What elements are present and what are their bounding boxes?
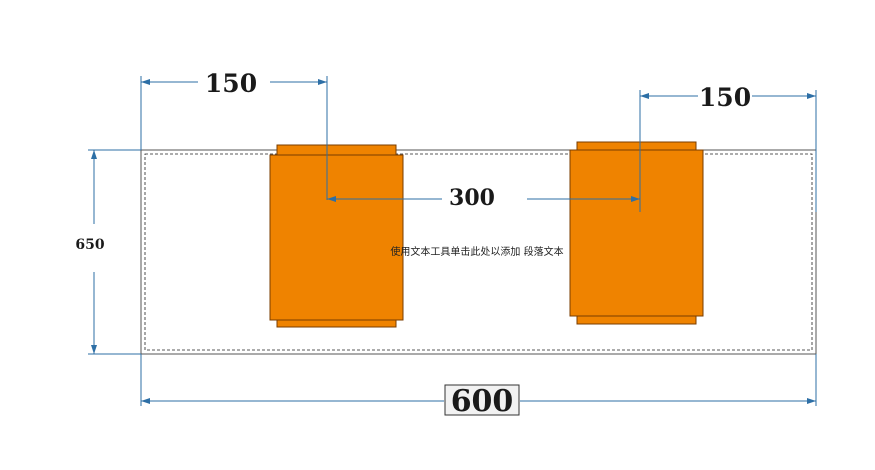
total-width-label-box — [444, 384, 520, 416]
arrow-height-a — [91, 150, 97, 159]
right-block-body — [569, 149, 704, 317]
arrowheads — [91, 79, 816, 404]
arrow-left-b — [318, 79, 327, 85]
arrow-right-b — [807, 93, 816, 99]
dimension-lines — [88, 76, 817, 406]
dashed-boundary — [144, 153, 813, 351]
arrow-center-b — [631, 196, 640, 202]
right-block — [569, 141, 704, 325]
outer-frame — [140, 149, 817, 355]
arrow-right-a — [640, 93, 649, 99]
dim-center-spacing-label: 300 — [449, 185, 495, 211]
arrow-left-a — [141, 79, 150, 85]
left-block — [269, 144, 404, 328]
arrow-total-a — [141, 398, 150, 404]
dim-left-offset-label: 150 — [205, 69, 257, 98]
arrow-height-b — [91, 345, 97, 354]
placeholder-paragraph-text[interactable]: 使用文本工具单击此处以添加 段落文本 — [390, 245, 563, 258]
arrow-center-a — [327, 196, 336, 202]
left-block-body — [269, 154, 404, 321]
dim-height-label: 650 — [75, 237, 104, 253]
arrow-total-b — [807, 398, 816, 404]
dim-total-width-label: 600 — [451, 384, 514, 419]
dim-right-offset-label: 150 — [699, 83, 751, 112]
